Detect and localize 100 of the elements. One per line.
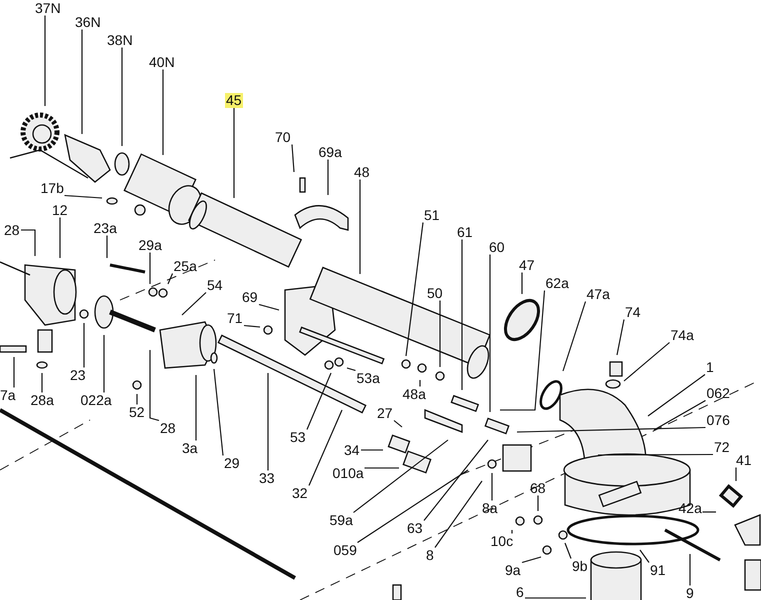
leader-line [267, 373, 269, 470]
callout-number: 37N [34, 0, 62, 16]
callout-number: 45 [225, 92, 243, 108]
leader-line [364, 467, 399, 469]
callout-number: 010a [332, 466, 365, 480]
leader-line [81, 30, 83, 134]
callout-number: 61 [456, 224, 474, 240]
callout-number: 23a [92, 220, 118, 236]
callout-number: 27 [376, 406, 394, 420]
leader-line [689, 554, 691, 586]
leader-line [149, 350, 160, 422]
leader-line [168, 273, 173, 284]
callout-number: 3a [181, 440, 199, 456]
callout-number: 59a [328, 512, 354, 528]
leader-line [233, 108, 235, 198]
callout-number: 54 [206, 278, 224, 292]
callout-number: 28a [30, 392, 55, 408]
leader-line [13, 357, 15, 388]
callout-number: 10c [490, 534, 514, 548]
callout-number: 38N [106, 32, 134, 48]
callout-number: 9a [504, 562, 522, 578]
callout-number: 70 [274, 130, 292, 144]
leader-line [308, 410, 342, 486]
leader-line [598, 454, 713, 456]
leader-line [419, 380, 421, 386]
callout-number: 29a [138, 238, 163, 252]
leader-line [41, 373, 43, 392]
leader-line [121, 48, 123, 146]
leader-line [103, 335, 105, 392]
leader-line [44, 16, 46, 106]
leader-line [244, 324, 260, 328]
callout-number: 42a [678, 500, 703, 516]
leader-line [346, 367, 356, 372]
leader-line [195, 375, 197, 440]
leader-line [516, 426, 706, 433]
leader-line [500, 290, 546, 411]
leader-line [424, 440, 488, 521]
callout-number: 1 [705, 360, 715, 374]
leader-line [537, 496, 539, 511]
leader-line [64, 194, 102, 199]
callout-number: 69 [241, 290, 259, 304]
leader-line [258, 304, 280, 311]
callout-number: 36N [74, 14, 102, 30]
leader-line [521, 272, 523, 294]
callout-number: 25a [172, 258, 198, 274]
callout-number: 23 [69, 368, 87, 382]
callout-number: 68 [529, 480, 547, 496]
callout-number: 47a [586, 286, 611, 302]
leader-line [654, 400, 706, 430]
callout-number: 7a [0, 388, 17, 402]
leader-line [491, 473, 493, 500]
leader-line [735, 468, 737, 481]
leader-line [461, 240, 463, 390]
leader-line [405, 222, 424, 356]
callout-number: 47 [518, 258, 536, 272]
leader-line [357, 470, 468, 543]
leader-line [525, 597, 586, 599]
callout-number: 41 [735, 452, 753, 468]
callout-number: 48a [402, 386, 427, 402]
leader-line [434, 480, 482, 548]
leader-line [522, 556, 542, 564]
leader-line [182, 292, 206, 316]
callout-number: 53 [289, 430, 307, 444]
callout-number: 32 [291, 486, 309, 500]
leader-line [489, 254, 491, 412]
callout-number: 076 [706, 412, 731, 428]
leader-line [359, 180, 361, 274]
leader-line [640, 550, 650, 563]
callout-number: 60 [488, 240, 506, 254]
callout-number: 28 [3, 222, 21, 238]
leader-line [106, 236, 108, 258]
leader-line [21, 229, 36, 256]
leader-line [327, 160, 329, 195]
callout-number: 9 [685, 586, 695, 600]
leader-line [616, 319, 625, 356]
leader-line [439, 300, 441, 367]
callout-number: 059 [332, 542, 358, 558]
callout-number: 53a [356, 370, 381, 386]
callout-number: 29 [223, 456, 241, 470]
leader-line [624, 342, 670, 382]
callout-number: 74 [624, 304, 642, 320]
callout-number: 34 [343, 442, 361, 458]
callout-number: 63 [406, 520, 424, 536]
leader-line [361, 449, 383, 451]
callout-number: 33 [258, 470, 276, 486]
callout-number: 48 [353, 164, 371, 180]
leader-line [394, 420, 402, 428]
callout-number: 71 [226, 310, 244, 326]
callout-number: 062 [706, 386, 731, 400]
leader-line [136, 394, 138, 404]
callout-number: 69a [318, 144, 343, 160]
callout-number: 28 [159, 420, 177, 436]
leader-line [83, 323, 85, 368]
callout-number: 022a [80, 392, 113, 408]
leader-line [562, 301, 586, 372]
leader-line [564, 542, 572, 559]
leader-line [511, 530, 513, 534]
callout-number: 8 [425, 548, 435, 562]
leader-line [702, 511, 716, 513]
callout-number: 40N [148, 54, 176, 70]
